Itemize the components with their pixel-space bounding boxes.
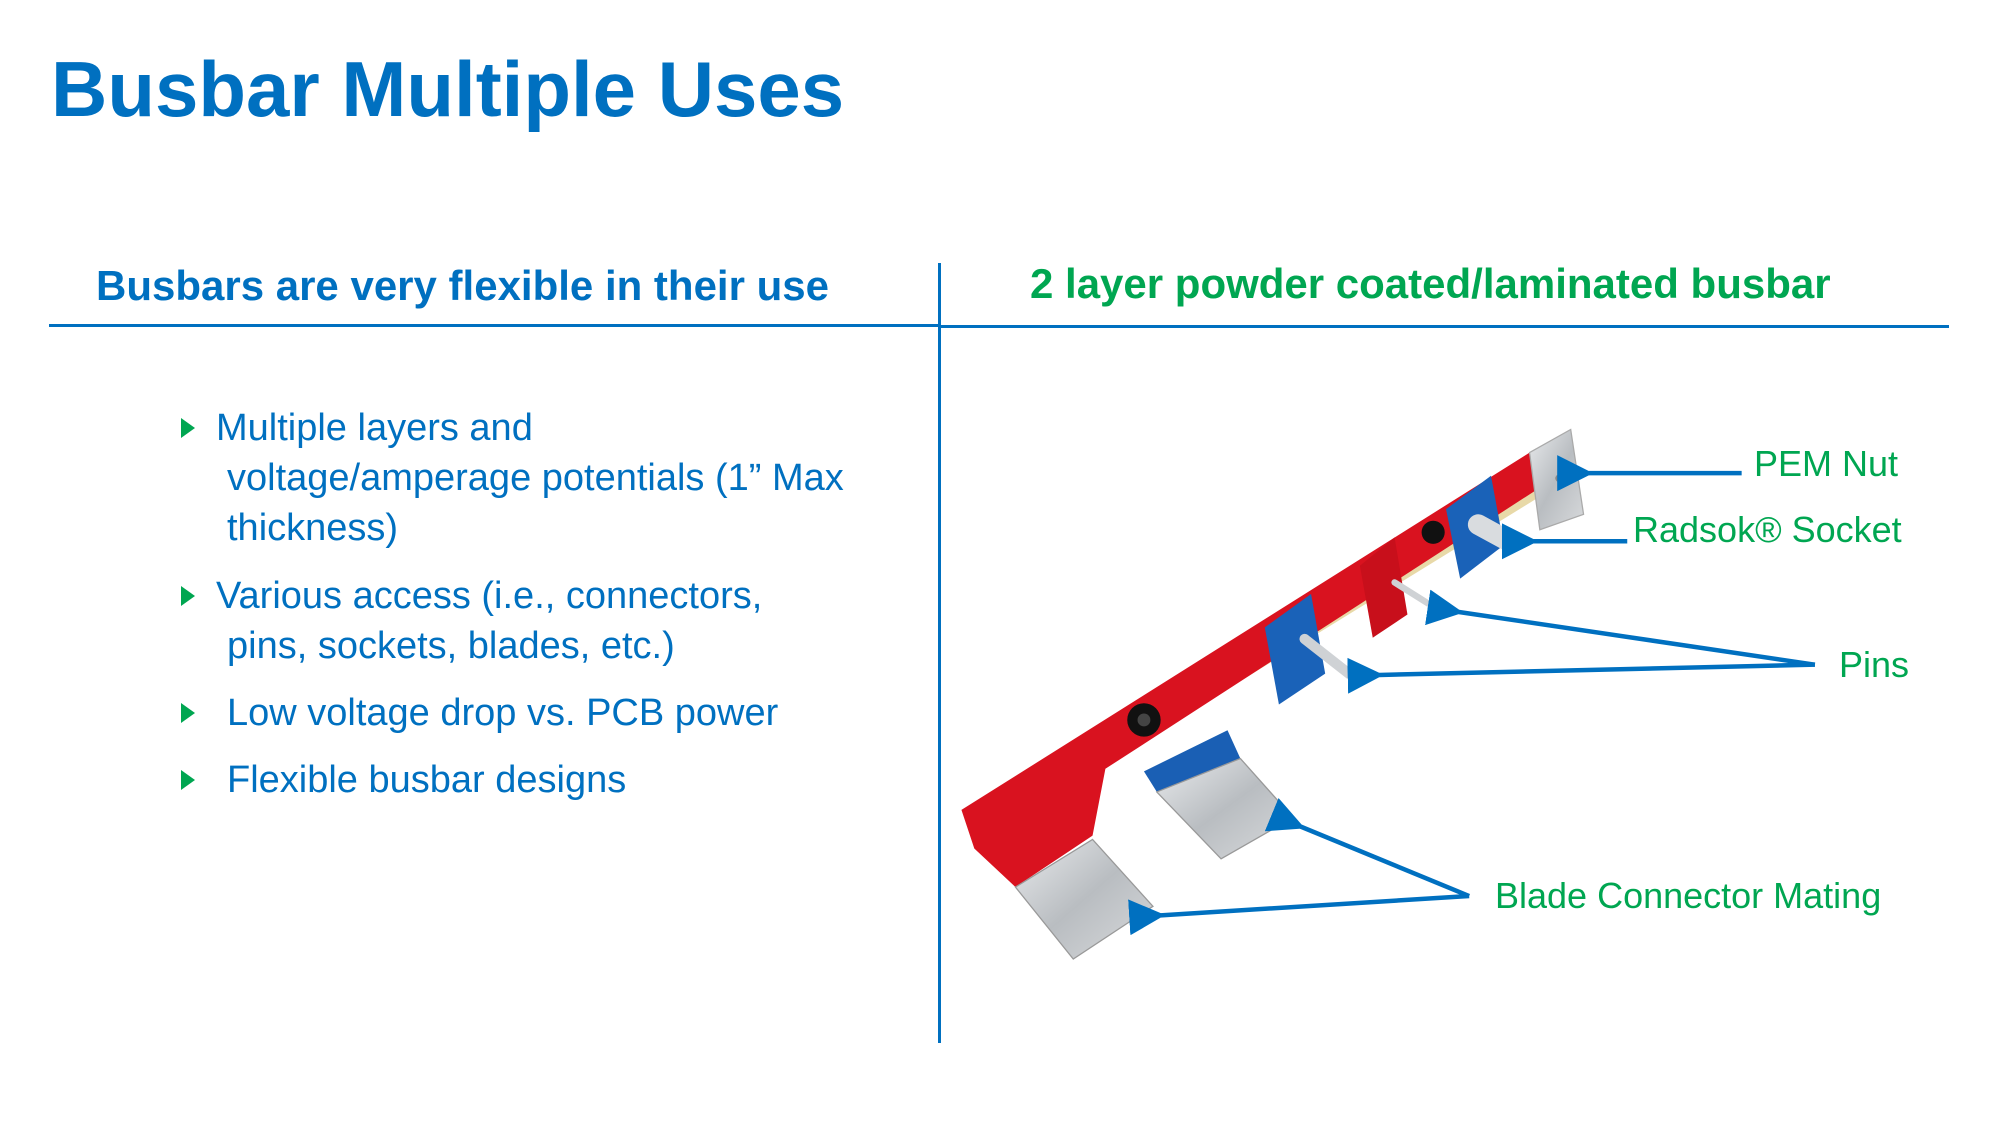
label-blade-connector: Blade Connector Mating [1495,875,1882,916]
label-pins: Pins [1839,644,1910,685]
blade-arrow-upper [1264,798,1471,899]
bullet-text: voltage/amperage potentials (1” Max [227,457,844,499]
slide-title: Busbar Multiple Uses [51,45,845,133]
callout-arrows [1128,455,1816,936]
bullet-text: Low voltage drop vs. PCB power [227,692,779,734]
pins-arrow-lower [1347,657,1815,694]
left-heading: Busbars are very flexible in their use [96,262,829,309]
bullet-arrow-icon [181,586,195,606]
bullet-arrow-icon [181,770,195,790]
column-divider [938,263,941,1043]
left-heading-underline [49,324,939,327]
bullet-text: Multiple layers and [216,407,533,449]
blade-arrow-lower [1128,893,1470,936]
bullet-text: Various access (i.e., connectors, [216,575,763,617]
right-heading-underline [939,325,1949,328]
bullet-text: Flexible busbar designs [227,759,627,801]
busbar-photo [961,428,1585,960]
bullet-arrow-icon [181,703,195,723]
bullet-text: pins, sockets, blades, etc.) [227,625,675,667]
label-pem-nut: PEM Nut [1754,443,1899,484]
label-radsok-socket: Radsok® Socket [1633,509,1902,550]
bullet-text: thickness) [227,507,399,549]
pins-arrow-upper [1425,589,1816,667]
bullet-arrow-icon [181,418,195,438]
right-heading: 2 layer powder coated/laminated busbar [1030,260,1831,307]
